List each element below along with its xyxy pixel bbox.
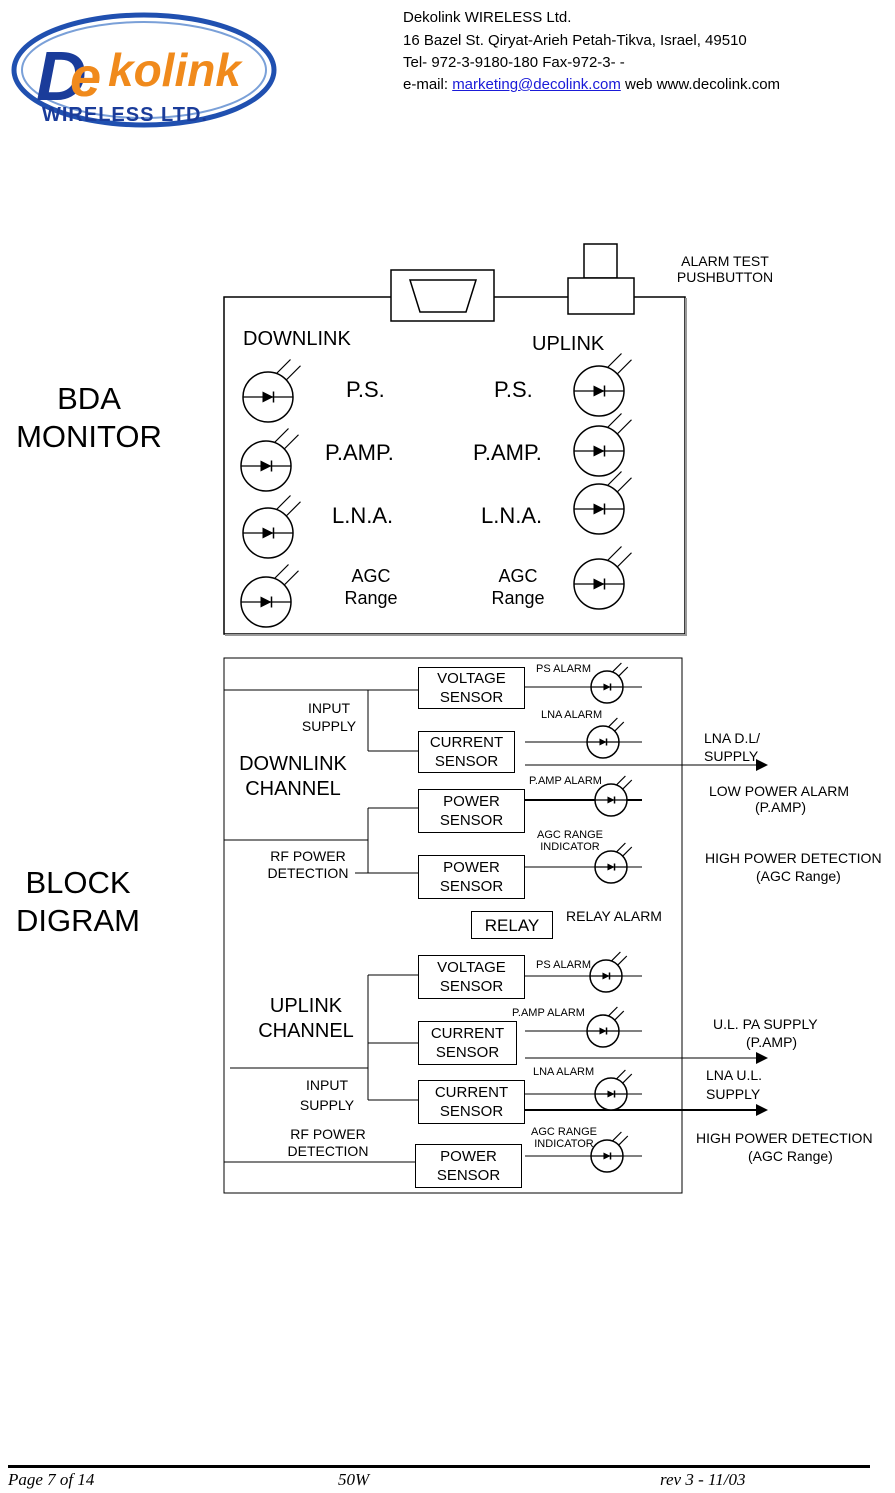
ul-agc-label: AGC Range xyxy=(491,566,545,608)
dl-high-power-sub: (AGC Range) xyxy=(756,868,841,884)
dl-agc-indicator-label: AGC RANGE INDICATOR xyxy=(536,829,603,853)
svg-text:e: e xyxy=(70,45,101,108)
dl-pamp-label: P.AMP. xyxy=(325,440,394,465)
ul-pamp-alarm-label: P.AMP ALARM xyxy=(512,1007,585,1019)
block-led-6 xyxy=(594,1069,633,1111)
email-link[interactable]: marketing@decolink.com xyxy=(452,76,621,93)
email-prefix: e-mail: xyxy=(403,76,453,93)
ul-current-sensor-pamp: CURRENT SENSOR xyxy=(418,1021,517,1065)
ul-high-power-sub: (AGC Range) xyxy=(748,1148,833,1164)
monitor-ul-led-0 xyxy=(573,353,632,417)
company-contact: e-mail: marketing@decolink.com web www.d… xyxy=(403,75,780,94)
dl-rf-power-label: RF POWER DETECTION xyxy=(267,848,349,881)
block-led-0 xyxy=(590,662,629,704)
dl-ps-label: P.S. xyxy=(346,377,385,402)
ul-lna-alarm-label: LNA ALARM xyxy=(533,1066,595,1078)
logo-subtitle: WIRELESS LTD. xyxy=(42,104,208,126)
logo-graphic: D e kolink xyxy=(11,12,277,128)
block-led-3 xyxy=(594,842,633,884)
dl-agc-label: AGC Range xyxy=(344,566,398,608)
company-logo: D e kolink WIRELESS LTD. xyxy=(8,8,278,130)
block-led-4 xyxy=(589,951,628,993)
monitor-ul-led-1 xyxy=(573,413,632,477)
ul-pamp-label: P.AMP. xyxy=(473,440,542,465)
company-address: 16 Bazel St. Qiryat-Arieh Petah-Tikva, I… xyxy=(403,32,747,49)
ul-ps-label: P.S. xyxy=(494,377,533,402)
relay-box: RELAY xyxy=(471,911,553,939)
monitor-ul-led-3 xyxy=(573,546,632,610)
uplink-channel-label: UPLINK CHANNEL xyxy=(258,995,354,1042)
lna-ul-supply-label: LNA U.L. SUPPLY xyxy=(706,1067,763,1102)
ul-high-power-label: HIGH POWER DETECTION xyxy=(696,1130,873,1146)
company-phone: Tel- 972-3-9180-180 Fax-972-3- - xyxy=(403,54,625,71)
monitor-dl-led-2 xyxy=(242,495,301,559)
dl-lna-alarm-label: LNA ALARM xyxy=(541,709,603,721)
svg-text:D: D xyxy=(36,37,87,115)
block-diagram-title: BLOCK DIGRAM xyxy=(16,865,140,938)
ul-ps-alarm-label: PS ALARM xyxy=(536,959,592,971)
alarm-test-label: ALARM TEST PUSHBUTTON xyxy=(676,253,774,285)
monitor-downlink-label: DOWNLINK xyxy=(243,328,351,350)
ul-current-sensor-lna: CURRENT SENSOR xyxy=(418,1080,525,1124)
ul-pa-supply-sub: (P.AMP) xyxy=(746,1034,798,1050)
dl-input-supply-label: INPUT SUPPLY xyxy=(301,700,357,734)
monitor-dl-led-3 xyxy=(240,564,299,628)
ul-voltage-sensor: VOLTAGE SENSOR xyxy=(418,955,525,999)
ul-power-sensor: POWER SENSOR xyxy=(415,1144,522,1188)
bda-monitor-title: BDA MONITOR xyxy=(16,381,162,454)
dl-power-sensor-agc: POWER SENSOR xyxy=(418,855,525,899)
ul-lna-label: L.N.A. xyxy=(481,503,543,528)
dl-voltage-sensor: VOLTAGE SENSOR xyxy=(418,667,525,709)
footer-rule xyxy=(8,1465,870,1468)
block-led-2 xyxy=(594,775,633,817)
footer-revision: rev 3 - 11/03 xyxy=(660,1470,746,1489)
monitor-dl-led-0 xyxy=(242,359,301,423)
svg-text:kolink: kolink xyxy=(108,44,243,96)
dl-high-power-label: HIGH POWER DETECTION xyxy=(705,850,882,866)
monitor-uplink-label: UPLINK xyxy=(532,333,605,355)
block-led-5 xyxy=(586,1006,625,1048)
low-power-alarm-label: LOW POWER ALARM xyxy=(709,783,850,799)
block-led-7 xyxy=(590,1131,629,1173)
ul-input-supply-label: INPUT SUPPLY xyxy=(299,1077,355,1113)
dl-current-sensor: CURRENT SENSOR xyxy=(418,731,515,773)
monitor-dl-led-1 xyxy=(240,428,299,492)
dl-pamp-alarm-label: P.AMP ALARM xyxy=(529,775,602,787)
led-group xyxy=(240,353,633,1173)
lna-dl-supply-label: LNA D.L/ SUPPLY xyxy=(704,730,761,764)
relay-alarm-label: RELAY ALARM xyxy=(566,908,662,924)
dl-lna-label: L.N.A. xyxy=(332,503,394,528)
web-address: web www.decolink.com xyxy=(620,76,781,93)
ul-rf-power-label: RF POWER DETECTION xyxy=(287,1126,369,1159)
monitor-ul-led-2 xyxy=(573,471,632,535)
company-name: Dekolink WIRELESS Ltd. xyxy=(403,9,572,26)
ul-pa-supply-label: U.L. PA SUPPLY xyxy=(713,1016,818,1032)
dl-power-sensor-pamp: POWER SENSOR xyxy=(418,789,525,833)
low-power-alarm-sub: (P.AMP) xyxy=(755,799,807,815)
footer-model: 50W xyxy=(338,1470,370,1489)
footer-page: Page 7 of 14 xyxy=(8,1470,95,1489)
downlink-channel-label: DOWNLINK CHANNEL xyxy=(239,753,347,800)
block-led-1 xyxy=(586,717,625,759)
dl-ps-alarm-label: PS ALARM xyxy=(536,663,592,675)
ul-agc-indicator-label: AGC RANGE INDICATOR xyxy=(530,1126,597,1150)
